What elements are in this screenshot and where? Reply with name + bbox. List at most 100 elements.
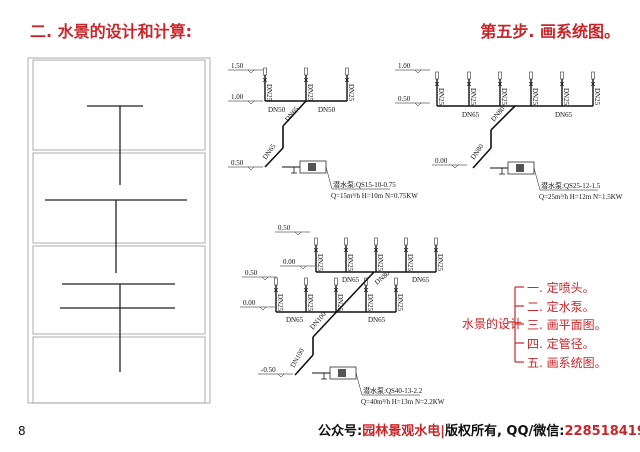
pipe-size-label: DN25 [437,88,445,106]
pipe-size-label: DN25 [276,294,284,312]
valve-icon [303,77,309,83]
pump-motor-icon [516,164,524,172]
nozzle-icon [345,67,349,76]
leader-line [533,167,541,191]
valve-icon [273,287,279,293]
pump-motor-icon [308,163,316,171]
level-marker-icon [294,231,302,236]
pump-model: 潜水泵:QS25-12-1.5 [541,181,601,190]
nozzle-icon [498,71,502,80]
pipe-size-label: DN25 [346,254,354,272]
pipe-size-label: DN25 [376,254,384,272]
level-marker-icon [247,69,255,74]
level-label: 1.00 [231,93,244,101]
pipe-size-label: DN25 [500,88,508,106]
pipe-size-label: DN65 [412,276,430,284]
level-label: 0.50 [398,95,411,103]
nozzle-icon [274,277,278,286]
valve-icon [344,77,350,83]
valve-icon [313,247,319,253]
valve-icon [333,287,339,293]
level-label: 0.00 [435,157,448,165]
pipe-size-label: DN65 [462,111,480,119]
leader-line [325,166,333,190]
pipe-size-label: DN25 [406,254,414,272]
check-valve-icon [291,167,297,174]
level-marker-icon [299,265,307,270]
valve-icon [497,81,503,87]
menu-root: 水景的设计 [462,317,523,331]
pump-model: 潜水泵:QS15-10-0.75 [333,180,396,189]
pipe [294,354,314,376]
page-number: 8 [18,424,26,438]
valve-icon [363,287,369,293]
pipe-size-label: DN25 [347,84,355,102]
footer-separator: | [440,424,445,439]
pump-spec: Q=15m³/h H=10m N=0.75KW [331,192,418,200]
pipe-size-label: DN65 [555,111,573,119]
valve-icon [262,77,268,83]
pipe-size-label: DN65 [261,142,278,161]
pipe-size-label: DN65 [342,276,360,284]
level-marker-icon [277,373,285,378]
level-marker-icon [261,276,269,281]
nozzle-icon [394,277,398,286]
valve-icon [373,247,379,253]
valve-icon [303,287,309,293]
valve-icon [559,81,565,87]
nozzle-icon [304,277,308,286]
valve-icon [528,81,534,87]
level-marker-icon [451,164,459,169]
level-label: 1.50 [231,62,244,70]
level-marker-icon [414,102,422,107]
pipe-size-label: DN65 [286,316,304,324]
pipe-size-label: DN65 [368,316,386,324]
plan-drawing [27,57,211,404]
pipe-size-label: DN25 [366,294,374,312]
pipe [282,100,307,127]
valve-icon [393,287,399,293]
pipe [472,147,492,169]
valve-icon [433,247,439,253]
pipe [312,271,375,338]
leader-line [355,372,363,396]
pump-spec: Q=40m³/h H=13m N=2.2KW [361,398,445,406]
footer-contact: 228518419 [564,424,640,439]
pipe-size-label: DN80 [469,142,486,161]
nozzle-icon [344,237,348,246]
step-title: 第五步. 画系统图。 [480,22,620,41]
pipe-size-label: DN80 [489,105,506,124]
menu-bracket [507,286,524,363]
level-label: 0.50 [245,269,258,277]
level-label: 0.00 [283,258,296,266]
nozzle-icon [591,71,595,80]
menu-item: 一. 定喷头。 [527,281,595,295]
nozzle-icon [467,71,471,80]
pipe-size-label: DN25 [265,84,273,102]
pump-model: 潜水泵:QS40-13-2.2 [363,386,423,395]
footer-rights: 版权所有, QQ/微信: [444,424,565,439]
pipe [490,105,516,131]
nozzle-icon [434,237,438,246]
pipe-size-label: DN25 [469,88,477,106]
valve-icon [343,247,349,253]
footer-account: 园林景观水电 [362,424,441,439]
nozzle-icon [334,277,338,286]
pump-motor-icon [338,369,346,377]
plan-pipes [45,105,187,372]
pipe-size-label: DN50 [318,106,336,114]
pipe-size-label: DN65 [283,105,300,124]
pump-spec: Q=25m³/h H=12m N=1.5KW [539,193,623,201]
menu-item: 三. 画平面图。 [527,318,607,332]
valve-icon [403,247,409,253]
level-label: 0.00 [243,299,256,307]
nozzle-icon [304,67,308,76]
pipe-size-label: DN25 [562,88,570,106]
nozzle-icon [374,237,378,246]
menu-item: 五. 画系统图。 [527,356,607,370]
level-marker-icon [247,166,255,171]
nozzle-icon [529,71,533,80]
pipe-size-label: DN25 [531,88,539,106]
